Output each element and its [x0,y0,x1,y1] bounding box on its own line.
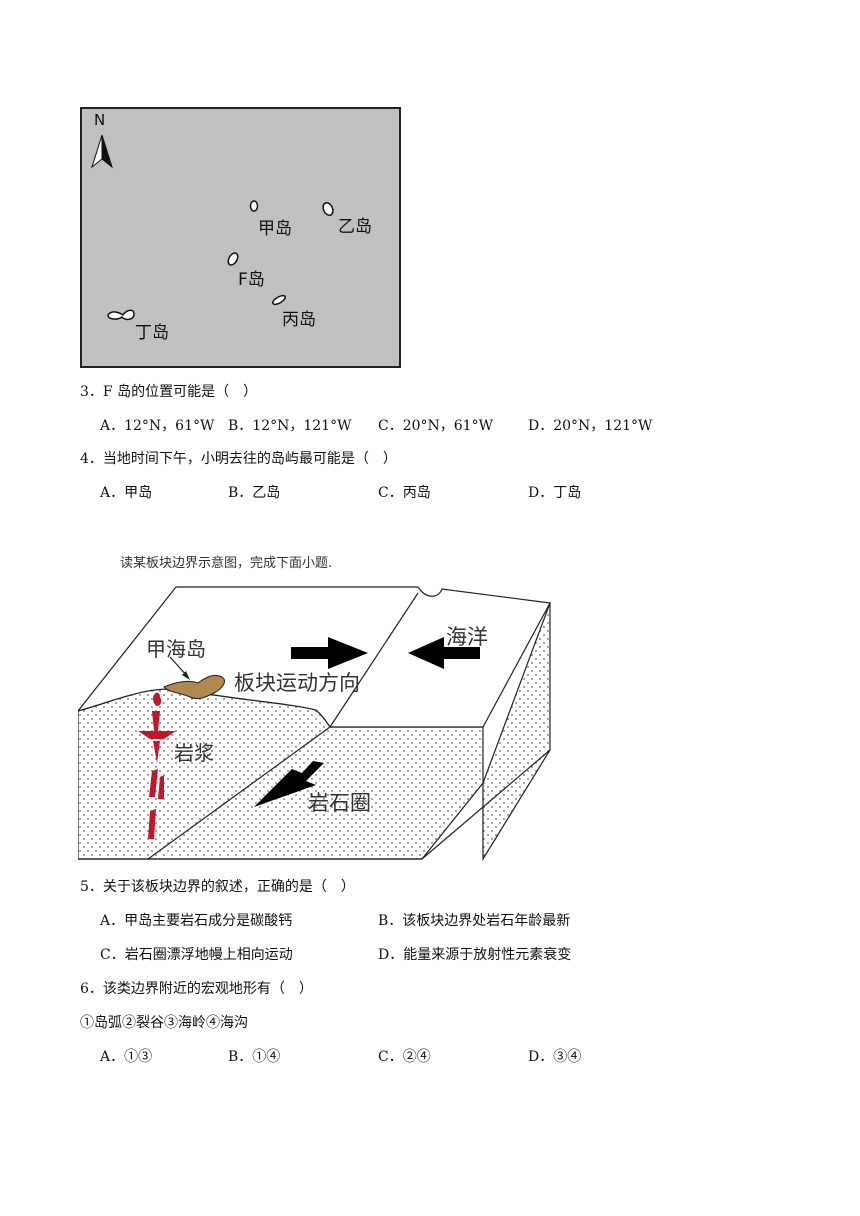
q6-option-b: B．①④ [228,1049,281,1065]
q6-sub-items: ①岛弧②裂谷③海岭④海沟 [80,1015,248,1031]
map-shapes [91,134,334,321]
motion-direction-label: 板块运动方向 [234,671,360,695]
island-f-label: F岛 [238,270,265,290]
right-arrow-icon [291,637,368,669]
q5-option-a: A．甲岛主要岩石成分是碳酸钙 [100,913,293,929]
island-f-shape [227,252,239,266]
north-label: N [94,111,106,129]
q6-option-a: A．①③ [100,1049,153,1065]
island-bing-shape [272,294,286,306]
island-ding-shape [107,309,135,321]
jia-island-label: 甲海岛 [146,637,206,661]
lithosphere-label: 岩石圈 [308,791,371,815]
subduction-line [147,726,331,860]
q6-option-c: C．②④ [378,1049,431,1065]
q5-option-b: B．该板块边界处岩石年龄最新 [378,913,571,929]
q5-option-c: C．岩石圈漂浮地幔上相向运动 [100,947,293,963]
q3-option-d: D．20°N，121°W [528,418,653,434]
magma-shape [138,692,176,839]
north-arrow-icon [91,134,113,169]
island-bing-label: 丙岛 [282,310,316,330]
ocean-label: 海洋 [446,625,488,649]
island-jia-label: 甲岛 [258,219,292,239]
island-jia-shape [249,200,259,212]
q4-option-b: B．乙岛 [228,485,281,501]
q4-option-c: C．丙岛 [378,485,431,501]
down-left-arrow-icon [254,761,324,807]
island-map: N 甲岛 乙岛 F岛 丙岛 丁岛 [80,107,401,368]
plate-boundary-diagram: 甲海岛 板块运动方向 海洋 岩浆 岩石圈 [78,585,553,863]
island-yi-label: 乙岛 [338,217,372,237]
diagram-intro: 读某板块边界示意图，完成下面小题. [120,556,333,571]
q6-option-d: D．③④ [528,1049,582,1065]
q6-stem: 6．该类边界附近的宏观地形有（ ） [80,981,313,997]
q3-option-c: C．20°N，61°W [378,418,493,434]
jia-island-shape [163,674,225,700]
plate-diagram-shapes [78,586,551,862]
q4-stem: 4．当地时间下午，小明去往的岛屿最可能是（ ） [80,451,397,467]
q5-stem: 5．关于该板块边界的叙述，正确的是（ ） [80,879,355,895]
q4-option-a: A．甲岛 [100,485,153,501]
q4-option-d: D．丁岛 [528,485,582,501]
q5-option-d: D．能量来源于放射性元素衰变 [378,947,572,963]
island-yi-shape [322,202,334,216]
left-arrow-icon [408,637,480,669]
q3-option-b: B．12°N，121°W [228,418,352,434]
magma-label: 岩浆 [174,741,214,765]
island-ding-label: 丁岛 [135,323,169,343]
q3-option-a: A．12°N，61°W [100,418,215,434]
q3-stem: 3．F 岛的位置可能是（ ） [80,384,258,400]
